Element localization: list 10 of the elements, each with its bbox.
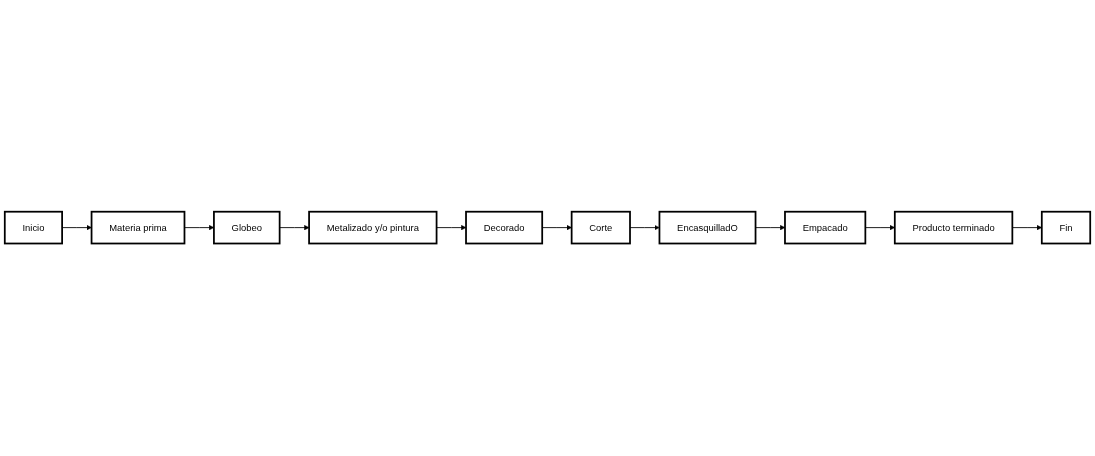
node-box: Globeo — [213, 211, 281, 245]
node-box: Corte — [570, 211, 631, 245]
node-box: EncasquilladO — [658, 211, 757, 245]
node-box: Metalizado y/o pintura — [308, 211, 438, 245]
node-box: Inicio — [3, 211, 63, 245]
node-box: Materia prima — [90, 211, 186, 245]
node-box: Decorado — [465, 211, 544, 245]
node-box: Empacado — [784, 211, 867, 245]
node-box: Producto terminado — [893, 211, 1014, 245]
node-box: Fin — [1040, 211, 1092, 245]
